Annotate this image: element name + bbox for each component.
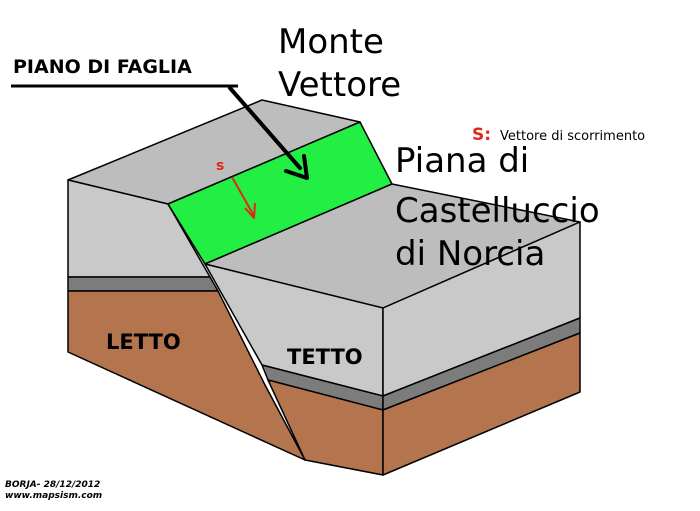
legend-text: Vettore di scorrimento (500, 129, 645, 144)
monte-vettore-line2: Vettore (278, 65, 401, 105)
credit-website: www.mapsism.com (5, 491, 102, 501)
credit-author-date: BORJA- 28/12/2012 (5, 480, 100, 490)
piana-line2: Castelluccio (395, 191, 600, 231)
fault-plane-label: PIANO DI FAGLIA (13, 56, 192, 78)
footwall-dark-stratum (68, 277, 218, 291)
legend-key: S: (472, 125, 491, 145)
slip-vector-letter: s (216, 158, 224, 174)
piana-line1: Piana di (395, 141, 529, 181)
footwall-label: LETTO (106, 330, 181, 354)
piana-line3: di Norcia (395, 234, 545, 274)
hangingwall-label: TETTO (287, 345, 363, 369)
monte-vettore-line1: Monte (278, 22, 384, 62)
